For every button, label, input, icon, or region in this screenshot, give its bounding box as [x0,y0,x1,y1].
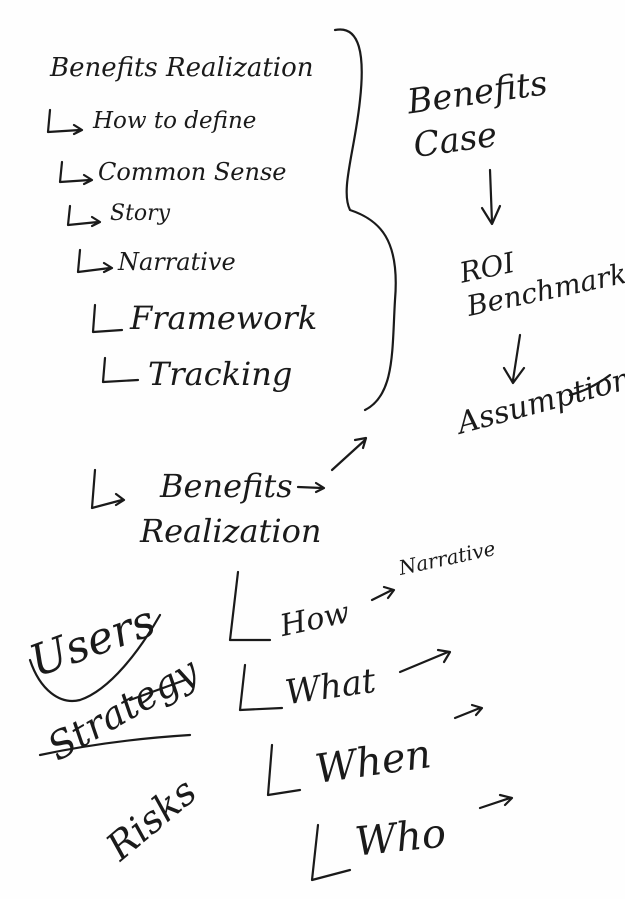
arrow-who [478,793,514,810]
item-who: Who [352,810,449,866]
hook-framework [91,303,124,334]
hook-when [266,743,302,797]
hook-narrative [76,248,114,274]
item-how-to-define: How to define [93,108,257,134]
arrow-down-1 [480,168,502,226]
item-framework: Framework [130,299,318,337]
hook-how [46,108,84,136]
item-tracking: Tracking [148,355,293,393]
arrow-diagonal [330,436,368,472]
arrow-what [398,648,452,674]
hook-benefits [90,468,126,510]
hook-common [58,160,94,186]
hook-what [238,663,284,712]
arrow-how [370,585,396,602]
strategy-strike [128,678,187,702]
arrow-when [453,703,484,720]
underline-assumptions [568,373,612,397]
benefits-title-1: Benefits [160,467,293,505]
item-common-sense: Common Sense [98,158,287,186]
arrow-down-2 [502,333,526,385]
hook-tracking [101,356,140,384]
strategy-underline [38,733,192,757]
hook-how2 [228,570,272,642]
benefits-title-2: Realization [140,512,322,550]
hook-story [66,204,102,228]
item-narrative: Narrative [118,248,236,276]
left-list-title: Benefits Realization [50,53,314,83]
item-story: Story [110,201,171,226]
curly-brace [333,28,397,412]
hook-who [310,823,352,882]
arrow-benefits [296,481,326,494]
users-underline [28,613,162,703]
